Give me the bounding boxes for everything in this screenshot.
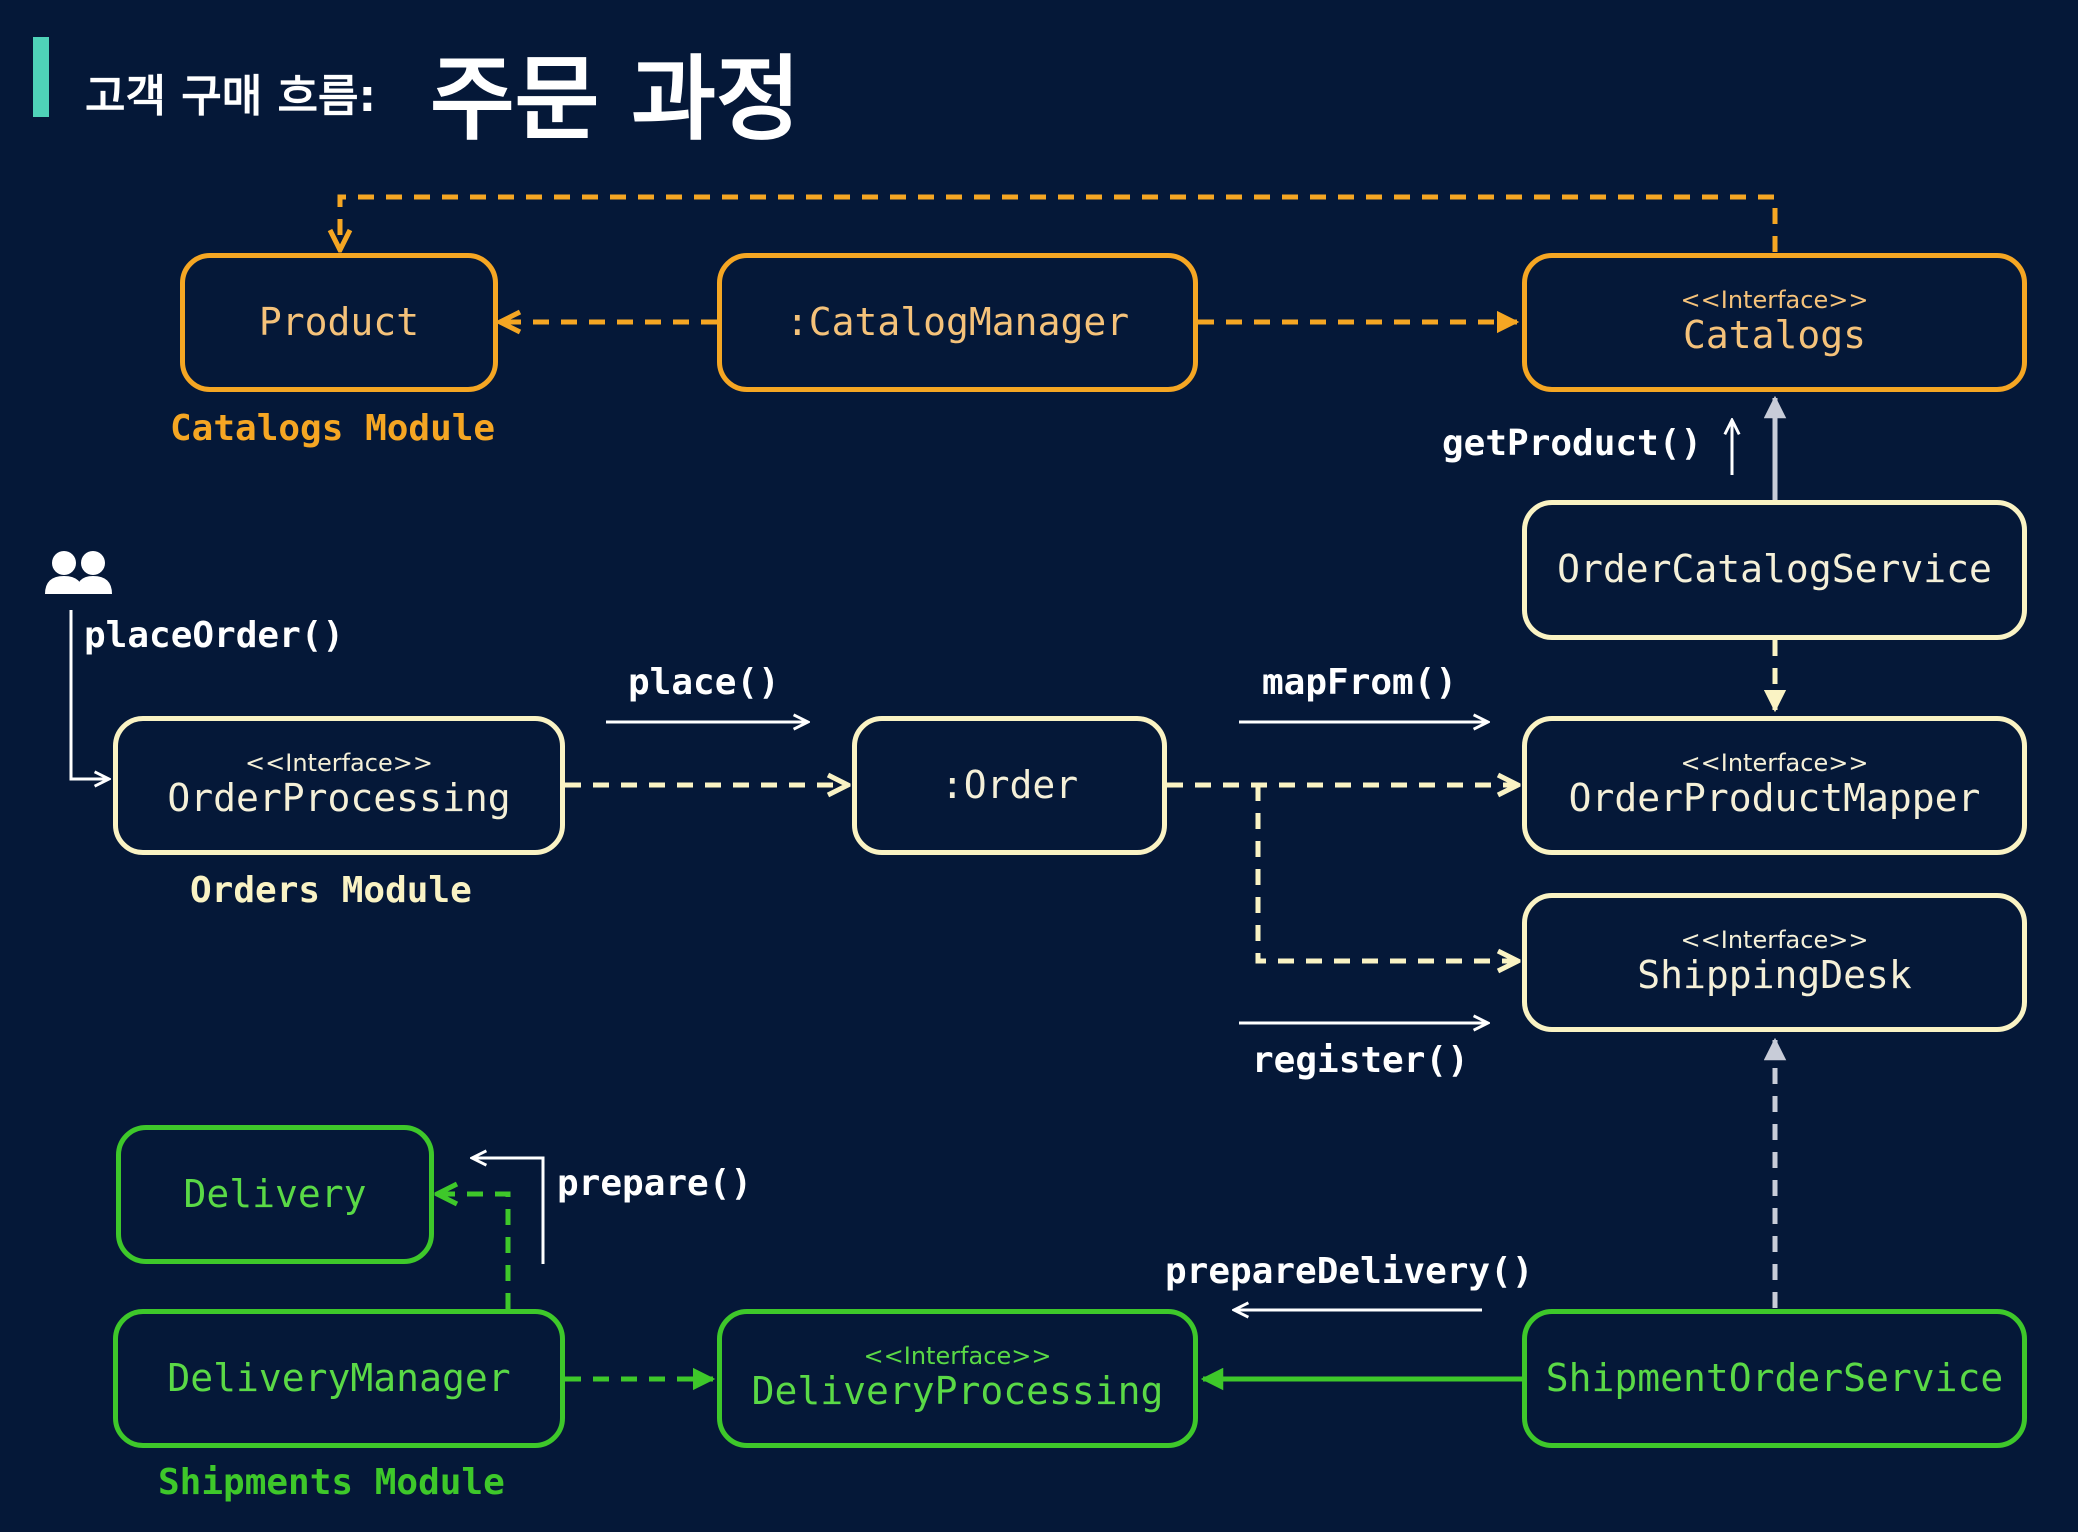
delivery-processing-box[interactable]: <<Interface>> DeliveryProcessing xyxy=(717,1309,1198,1448)
shipping-desk-name: ShippingDesk xyxy=(1637,952,1912,997)
title-prefix: 고객 구매 흐름: xyxy=(85,71,377,122)
delivery-processing-stereotype: <<Interface>> xyxy=(863,1341,1052,1370)
product-name: Product xyxy=(258,299,420,344)
order-catalog-service-box[interactable]: OrderCatalogService xyxy=(1522,500,2027,640)
order-catalog-service-name: OrderCatalogService xyxy=(1557,547,1992,592)
shipment-order-service-name: ShipmentOrderService xyxy=(1545,1355,2004,1400)
users-icon xyxy=(45,551,112,594)
order-name: :Order xyxy=(940,762,1079,807)
delivery-box[interactable]: Delivery xyxy=(116,1125,434,1264)
catalogs-name: Catalogs xyxy=(1682,312,1867,357)
place-order-label: placeOrder() xyxy=(84,615,345,656)
map-from-label: mapFrom() xyxy=(1262,662,1458,703)
prepare-label: prepare() xyxy=(557,1163,753,1204)
order-processing-name: OrderProcessing xyxy=(167,775,511,820)
page-title: 주문 과정 xyxy=(430,46,801,153)
delivery-manager-box[interactable]: DeliveryManager xyxy=(113,1309,565,1448)
catalogs-stereotype: <<Interface>> xyxy=(1680,285,1869,314)
order-product-mapper-name: OrderProductMapper xyxy=(1568,775,1981,820)
orders-module-label: Orders Module xyxy=(190,870,472,911)
delivery-name: Delivery xyxy=(183,1171,367,1216)
product-box[interactable]: Product xyxy=(180,253,498,392)
order-processing-box[interactable]: <<Interface>> OrderProcessing xyxy=(113,716,565,855)
catalogs-interface-box[interactable]: <<Interface>> Catalogs xyxy=(1522,253,2027,392)
get-product-label: getProduct() xyxy=(1442,423,1703,464)
shipment-order-service-box[interactable]: ShipmentOrderService xyxy=(1522,1309,2027,1448)
shipping-desk-box[interactable]: <<Interface>> ShippingDesk xyxy=(1522,893,2027,1032)
order-processing-stereotype: <<Interface>> xyxy=(245,748,433,777)
order-product-mapper-stereotype: <<Interface>> xyxy=(1680,748,1869,777)
prepare-delivery-label: prepareDelivery() xyxy=(1165,1251,1534,1292)
shipping-desk-stereotype: <<Interface>> xyxy=(1680,925,1869,954)
title-accent-bar xyxy=(33,37,49,117)
order-box[interactable]: :Order xyxy=(852,716,1167,855)
order-product-mapper-box[interactable]: <<Interface>> OrderProductMapper xyxy=(1522,716,2027,855)
catalogs-module-label: Catalogs Module xyxy=(170,408,496,449)
delivery-processing-name: DeliveryProcessing xyxy=(751,1368,1164,1413)
catalog-manager-box[interactable]: :CatalogManager xyxy=(717,253,1198,392)
delivery-manager-name: DeliveryManager xyxy=(167,1355,511,1400)
shipments-module-label: Shipments Module xyxy=(158,1462,505,1503)
place-label: place() xyxy=(628,662,780,703)
register-label: register() xyxy=(1252,1040,1469,1081)
catalog-manager-name: :CatalogManager xyxy=(785,299,1130,344)
